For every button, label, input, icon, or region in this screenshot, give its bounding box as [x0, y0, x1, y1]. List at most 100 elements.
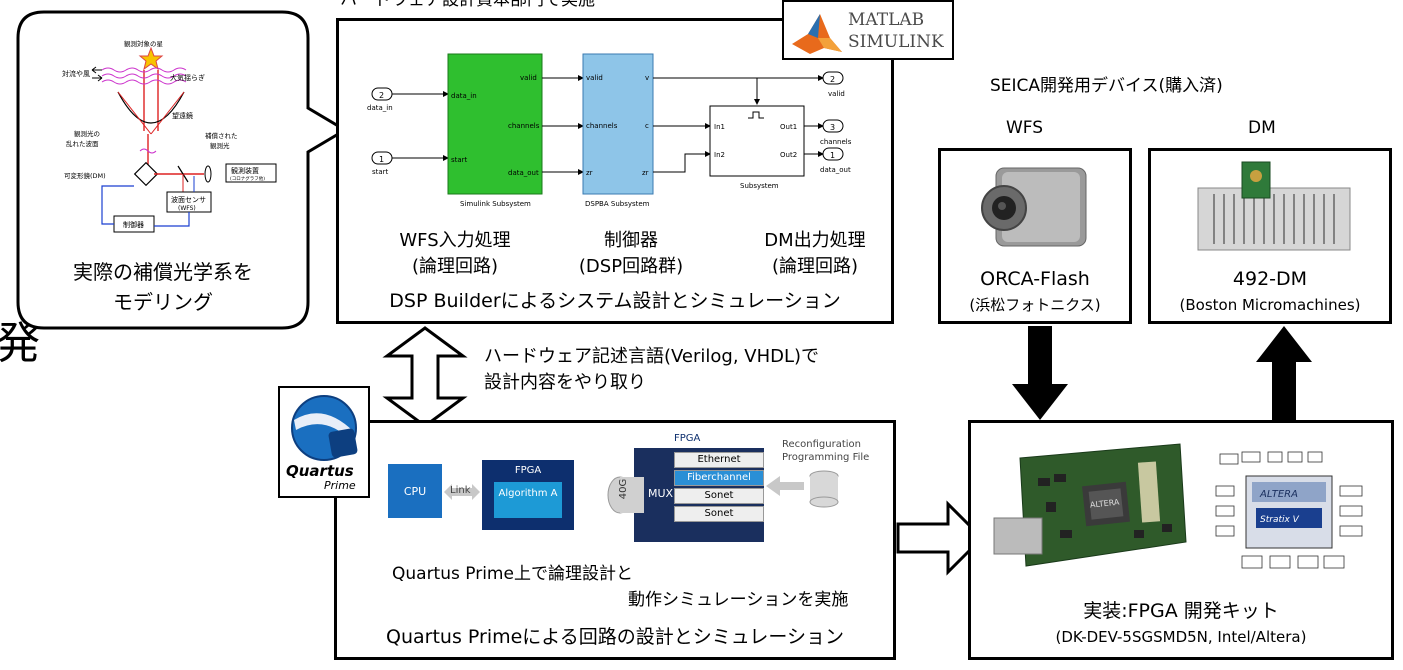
matlab-simulink-logo: MATLAB SIMULINK	[782, 0, 954, 60]
cpu-block	[388, 464, 442, 518]
col3-line2: (論理回路)	[771, 256, 859, 277]
block1-port-in1: data_in	[451, 92, 477, 100]
dsp-builder-caption: DSP Builderによるシステム設計とシミュレーション	[389, 290, 841, 312]
label-star: 観測対象の星	[124, 39, 164, 48]
simulink-subsystem-block	[447, 53, 543, 195]
label-observer: 観測装置	[231, 166, 259, 175]
link-arrow	[444, 484, 480, 500]
in-port1-name: data_in	[367, 104, 393, 112]
col1-line2: (論理回路)	[411, 256, 499, 277]
quartus-logo-icon	[291, 395, 358, 461]
label-dm: 可変形鏡(DM)	[64, 171, 106, 180]
out-port2-num: 3	[830, 123, 835, 132]
matlab-membrane-icon	[792, 14, 842, 54]
dm-device-vendor: (Boston Micromachines)	[1179, 296, 1361, 314]
out-port2-name: channels	[820, 138, 852, 146]
block1-port-out2: channels	[508, 122, 540, 130]
block1-port-out1: valid	[520, 74, 537, 82]
fpga-label: FPGA	[514, 465, 542, 476]
label-corrected2: 観測光	[210, 141, 230, 150]
label-wfs-sub: (WFS)	[178, 205, 196, 212]
col3-line1: DM出力処理	[764, 230, 866, 251]
stratix-model: Stratix V	[1260, 515, 1300, 525]
dm-label: DM	[1248, 118, 1276, 138]
edge-character: 発	[0, 318, 40, 369]
out-port1-num: 2	[830, 75, 835, 84]
quartus-text2: 動作シミュレーションを実施	[628, 590, 849, 610]
quartus-box	[334, 420, 896, 660]
block3-port-out2: Out2	[780, 151, 797, 159]
quartus-logo-sub: Prime	[324, 479, 356, 492]
simulink-model: 2 data_in 1 start 2 valid 3 channels 1 d…	[367, 53, 852, 208]
fpga2-label: FPGA	[674, 433, 701, 444]
label-wfs: 波面センサ	[171, 195, 206, 204]
subsystem-block	[709, 105, 805, 177]
optics-diagram: 観測対象の星 対流や風 大気揺らぎ 望遠鏡 観測光の 乱れた波面 可変形鏡(DM…	[30, 26, 300, 246]
fpga-kit-caption-line2: (DK-DEV-5SGSMD5N, Intel/Altera)	[1055, 628, 1307, 646]
in-port1-num: 2	[379, 91, 384, 100]
programming-file-icon	[766, 470, 839, 508]
label-observer-sub: (コロナグラフ他)	[230, 175, 265, 182]
block2-port-out1: v	[645, 74, 649, 82]
algorithm-block	[494, 482, 562, 518]
block3-name: Subsystem	[740, 182, 779, 190]
block2-name: DSPBA Subsystem	[585, 200, 650, 208]
out-port3-num: 1	[830, 151, 835, 160]
quartus-caption: Quartus Primeによる回路の設計とシミュレーション	[386, 626, 844, 648]
dspba-subsystem-block	[582, 53, 654, 195]
quartus-logo-name: Quartus	[286, 462, 354, 480]
block3-port-in1: In1	[714, 123, 725, 131]
fpga-kit-caption-line1: 実装:FPGA 開発キット	[1083, 600, 1279, 622]
40g-label: 40G	[618, 478, 630, 500]
block2-port-in1: valid	[586, 74, 603, 82]
stratix-brand: ALTERA	[1259, 489, 1298, 500]
channel-ethernet: Ethernet	[674, 452, 764, 468]
star-icon	[138, 46, 164, 71]
label-distorted: 観測光の	[74, 129, 100, 138]
out-port3-name: data_out	[820, 166, 851, 174]
dm-device-name: 492-DM	[1232, 268, 1308, 290]
label-wind: 対流や風	[62, 69, 90, 78]
wfs-device-vendor: (浜松フォトニクス)	[969, 296, 1101, 314]
implementation-arrow	[896, 500, 985, 576]
wfs-device-name: ORCA-Flash	[980, 268, 1090, 290]
channel-fiberchannel: Fiberchannel	[674, 470, 764, 486]
cpu-label: CPU	[403, 485, 427, 498]
dm-shape	[133, 161, 159, 187]
mux-label: MUX	[648, 487, 674, 500]
in-port2-name: start	[372, 168, 389, 176]
matlab-logo-line2: SIMULINK	[848, 32, 944, 52]
in-port2-num: 1	[379, 155, 384, 164]
matlab-logo-line1: MATLAB	[848, 10, 925, 30]
reconf-line2: Programming File	[782, 452, 870, 463]
col2-line2: (DSP回路群)	[578, 256, 684, 277]
optics-svg: 観測対象の星 対流や風 大気揺らぎ 望遠鏡 観測光の 乱れた波面 可変形鏡(DM…	[62, 39, 277, 233]
orca-flash-camera-image	[981, 167, 1087, 247]
board-chip-brand: ALTERA	[1090, 498, 1121, 510]
channel-sonet-1: Sonet	[674, 488, 764, 504]
col1-line1: WFS入力処理	[399, 230, 511, 251]
quartus-logo: Quartus Prime	[278, 386, 370, 498]
out-port1-name: valid	[828, 90, 845, 98]
dm-492-chassis-image	[1197, 161, 1351, 251]
wfs-label: WFS	[1006, 118, 1044, 138]
fpga-to-dm-arrow	[1256, 326, 1312, 420]
label-telescope: 望遠鏡	[172, 111, 193, 120]
link-label: Link	[450, 485, 471, 496]
block3-port-in2: In2	[714, 151, 725, 159]
stratix-block-diagram: ALTERA Stratix V	[1215, 451, 1363, 569]
seica-title: SEICA開発用デバイス(購入済)	[990, 76, 1223, 96]
block1-port-out3: data_out	[508, 169, 539, 177]
block1-name: Simulink Subsystem	[460, 200, 531, 208]
channel-sonet-2: Sonet	[674, 506, 764, 522]
exchange-line2: 設計内容をやり取り	[484, 372, 646, 393]
block1-port-in2: start	[451, 156, 468, 164]
quartus-text1: Quartus Prime上で論理設計と	[392, 564, 633, 584]
block2-port-out3: zr	[642, 169, 649, 177]
optics-caption-line1: 実際の補償光学系を	[73, 260, 253, 284]
reconf-line1: Reconfiguration	[782, 439, 861, 450]
block3-port-out1: Out1	[780, 123, 797, 131]
col2-line1: 制御器	[604, 230, 658, 251]
block2-port-in2: channels	[586, 122, 618, 130]
label-turbulence: 大気揺らぎ	[170, 73, 205, 82]
